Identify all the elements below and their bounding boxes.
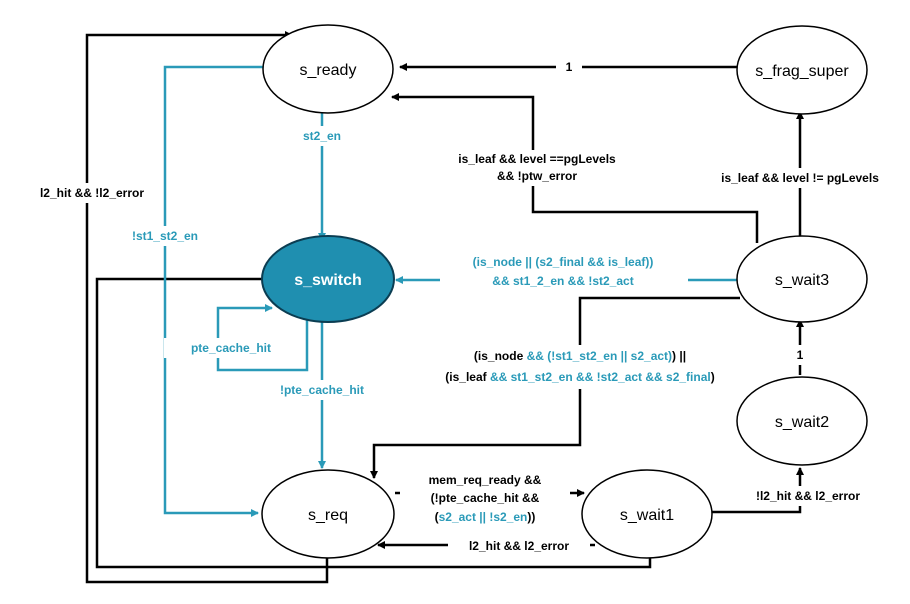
label-pte-cache-hit: pte_cache_hit [191, 341, 271, 355]
label-req-to-wait1-line2: (!pte_cache_hit && [431, 491, 540, 505]
node-s-wait3-label: s_wait3 [775, 272, 829, 289]
edge-wait3-to-req [370, 296, 740, 479]
node-s-wait2: s_wait2 [736, 376, 868, 466]
edge-l2-hit-to-ready [85, 31, 329, 584]
edge-wait1-to-wait2 [712, 467, 804, 514]
label-wait3-to-frag: is_leaf && level != pgLevels [721, 171, 879, 185]
edge-wait3-to-ready [391, 93, 759, 243]
node-s-switch: s_switch [261, 235, 395, 323]
label-req-to-wait1-line3: (s2_act || !s2_en)) [435, 510, 536, 524]
label-wait3-to-req-line1: (is_node && (!st1_st2_en || s2_act)) || [474, 349, 686, 363]
edge-ready-to-req [163, 65, 264, 517]
node-s-req: s_req [261, 469, 395, 559]
label-wait3-to-switch-line2: && st1_2_en && !st2_act [492, 274, 633, 288]
label-wait2-to-wait3: 1 [797, 348, 804, 362]
label-ready-to-req: !st1_st2_en [132, 229, 198, 243]
node-s-ready: s_ready [262, 24, 394, 114]
label-ready-to-switch: st2_en [303, 129, 341, 143]
node-s-wait1: s_wait1 [581, 469, 713, 559]
label-wait1-to-req: l2_hit && l2_error [469, 539, 569, 553]
node-s-wait2-label: s_wait2 [775, 414, 829, 431]
label-wait1-to-wait2: !l2_hit && l2_error [756, 489, 860, 503]
node-s-req-label: s_req [308, 507, 348, 524]
edge-pte-cache-hit-loop [216, 304, 309, 372]
label-switch-to-req: !pte_cache_hit [280, 383, 364, 397]
label-wait3-to-switch-line1: (is_node || (s2_final && is_leaf)) [473, 255, 654, 269]
label-wait3-to-ready-line2: && !ptw_error [497, 169, 577, 183]
label-req-to-wait1-line1: mem_req_ready && [429, 473, 542, 487]
node-s-wait1-label: s_wait1 [620, 507, 674, 524]
node-s-wait3: s_wait3 [736, 235, 868, 323]
node-s-ready-label: s_ready [300, 62, 357, 79]
label-l2-hit-no-error: l2_hit && !l2_error [40, 186, 144, 200]
node-s-switch-label: s_switch [294, 272, 362, 289]
label-frag-to-ready: 1 [566, 60, 573, 74]
node-s-frag-super-label: s_frag_super [755, 63, 849, 80]
label-wait3-to-ready-line1: is_leaf && level ==pgLevels [458, 152, 616, 166]
label-wait3-to-req-line2: (is_leaf && st1_st2_en && !st2_act && s2… [445, 370, 714, 384]
node-s-frag-super: s_frag_super [736, 25, 868, 115]
